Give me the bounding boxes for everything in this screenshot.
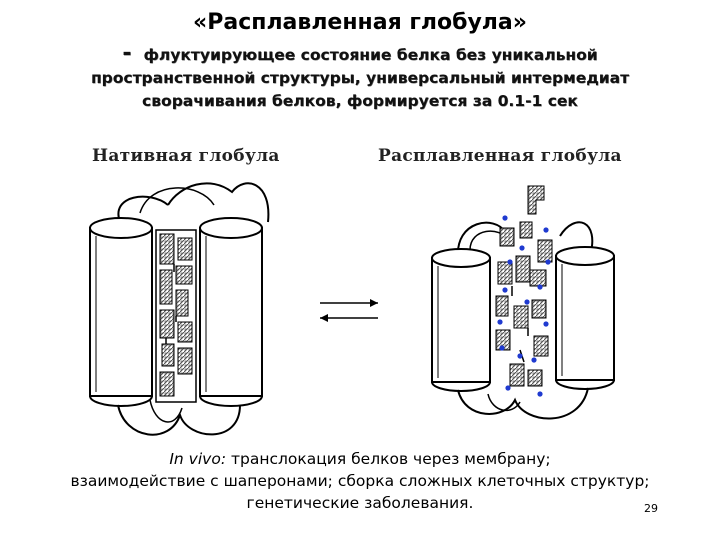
- bottom-text: In vivo: транслокация белков через мембр…: [0, 448, 720, 514]
- bottom-line-3: генетические заболевания.: [246, 494, 474, 512]
- bottom-line-1: In vivo: транслокация белков через мембр…: [169, 450, 551, 468]
- native-top-loop: [117, 182, 270, 223]
- subtitle-line-1: -флуктуирующее состояние белка без уника…: [122, 41, 598, 66]
- native-right-helix-cylinder: [199, 217, 263, 407]
- subtitle-line-2: пространственной структуры, универсальны…: [90, 69, 630, 87]
- page-number: 29: [644, 502, 658, 515]
- subtitle-line-3: сворачивания белков, формируется за 0.1-…: [142, 92, 578, 110]
- molten-globule-label: Расплавленная глобула: [378, 146, 622, 166]
- water-molecule-dots: [497, 215, 551, 397]
- molten-left-helix-cylinder: [431, 248, 491, 392]
- native-packed-core: [155, 229, 197, 403]
- equilibrium-arrows: [320, 299, 378, 322]
- in-vivo-label: In vivo:: [169, 450, 227, 468]
- native-bottom-loop: [117, 404, 241, 436]
- subtitle-dash: -: [122, 41, 132, 66]
- native-globule-label: Нативная глобула: [92, 146, 280, 166]
- slide-subtitle: -флуктуирующее состояние белка без уника…: [40, 42, 680, 113]
- molten-right-helix-cylinder: [555, 246, 615, 390]
- bottom-line-2: взаимодействие с шаперонами; сборка слож…: [70, 472, 650, 490]
- native-globule-diagram: [89, 182, 270, 436]
- slide-title: «Расплавленная глобула»: [193, 10, 527, 35]
- molten-bottom-loop: [457, 387, 589, 420]
- native-left-helix-cylinder: [89, 217, 153, 407]
- molten-globule-diagram: [431, 185, 615, 420]
